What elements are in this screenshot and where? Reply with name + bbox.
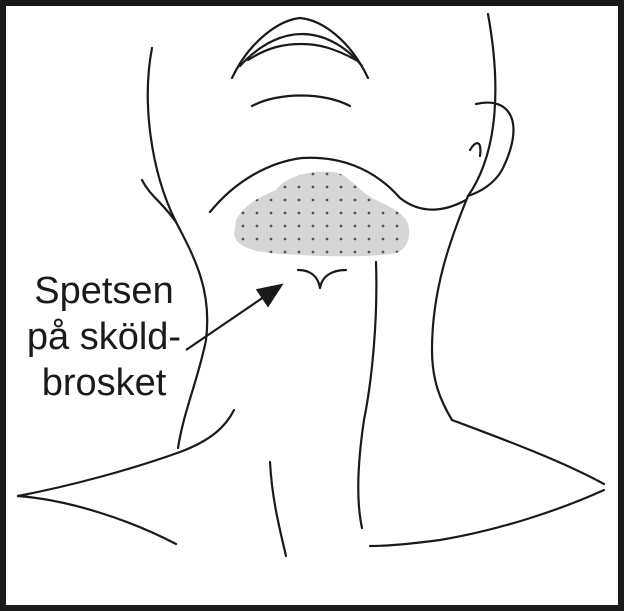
right-ear xyxy=(468,103,513,196)
chin-crease xyxy=(252,96,350,107)
trachea-left xyxy=(270,462,286,556)
application-area-dots xyxy=(234,172,409,257)
left-ear-fold xyxy=(142,180,176,222)
left-clavicle xyxy=(18,496,176,544)
right-neck-line xyxy=(432,196,468,420)
right-shoulder xyxy=(452,420,604,484)
pointer-arrow xyxy=(186,286,280,350)
label-line-3: brosket xyxy=(14,360,194,406)
adams-apple-mark xyxy=(298,270,346,288)
left-shoulder xyxy=(18,410,234,496)
thyroid-cartilage-label: Spetsen på sköld- brosket xyxy=(14,268,194,406)
right-cheek xyxy=(468,14,495,196)
label-line-1: Spetsen xyxy=(14,268,194,314)
right-ear-inner xyxy=(470,143,480,156)
label-line-2: på sköld- xyxy=(14,314,194,360)
trachea-right xyxy=(358,262,376,528)
right-clavicle xyxy=(370,490,604,546)
mouth-middle xyxy=(240,34,362,66)
mouth-outer xyxy=(232,18,368,78)
